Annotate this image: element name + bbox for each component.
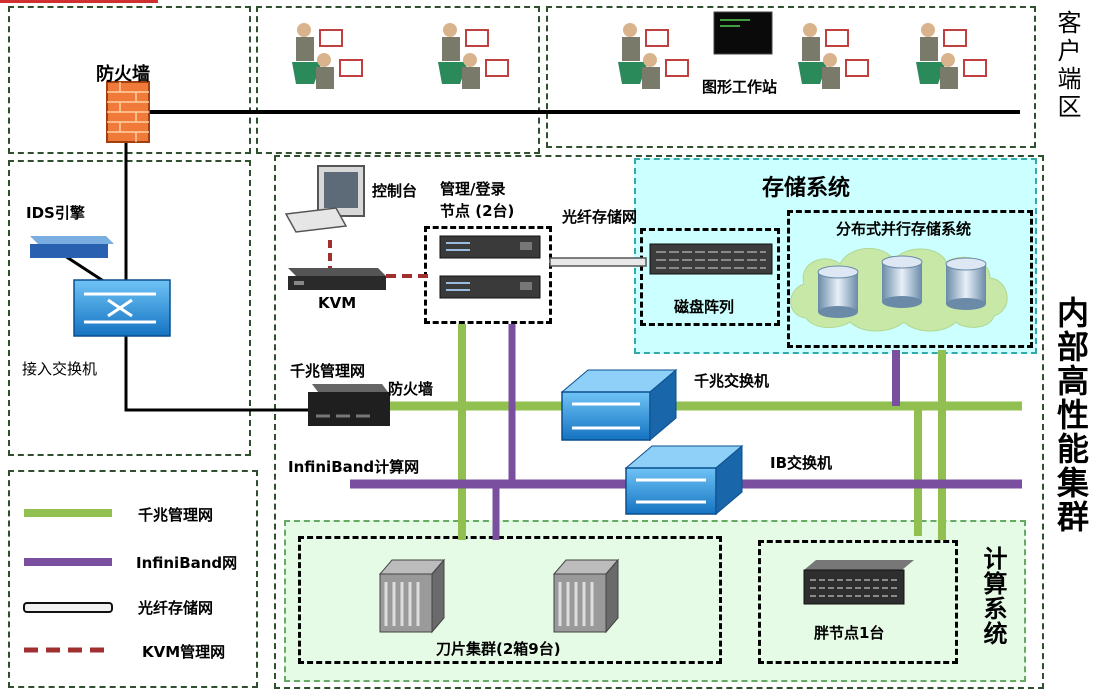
legend-label-fiber: 光纤存储网 — [138, 599, 214, 617]
fat-node-box — [758, 540, 958, 664]
compute-system-title: 计算系统 — [979, 546, 1007, 646]
kvm-device-icon — [288, 268, 386, 290]
legend-label-kvm: KVM管理网 — [142, 643, 226, 661]
cluster-title: 内部高性能集群 — [1052, 296, 1090, 534]
storage-system-title: 存储系统 — [762, 176, 851, 201]
ids-engine-icon — [30, 236, 114, 258]
legend-label-infiniband: InfiniBand网 — [136, 554, 238, 572]
console-monitor-icon — [284, 165, 365, 233]
blade-cluster-box — [298, 536, 722, 664]
cluster-zone — [274, 155, 1044, 689]
mgmt-server-icon — [439, 235, 541, 299]
workstation-label: 图形工作站 — [702, 78, 778, 96]
firewall-top-label: 防火墙 — [96, 64, 150, 85]
fiber-net-label: 光纤存储网 — [562, 208, 638, 226]
access-switch-label: 接入交换机 — [22, 360, 98, 378]
fat-node-icon — [803, 560, 914, 605]
firewall-uplink-line — [124, 130, 308, 412]
console-label: 控制台 — [372, 182, 418, 200]
top-red-mark — [0, 0, 158, 3]
access-switch-icon — [73, 279, 171, 337]
database-icon — [817, 255, 987, 318]
legend-zone — [8, 470, 258, 688]
legend-swatch-fiber — [23, 602, 113, 613]
mgmt-node-label-line1: 管理/登录 — [440, 180, 506, 198]
disk-array-box — [640, 228, 780, 326]
gigabit-switch-label: 千兆交换机 — [694, 372, 770, 390]
blade-chassis-icon — [378, 558, 620, 634]
mgmt-firewall-label: 防火墙 — [388, 380, 434, 398]
gigabit-mgmt-net-label: 千兆管理网 — [290, 362, 366, 380]
ids-link-line — [61, 252, 109, 286]
ids-zone — [8, 160, 251, 456]
client-zone-title: 客户端区 — [1053, 10, 1081, 122]
fat-node-label: 胖节点1台 — [814, 624, 885, 642]
user-workstation-icon — [292, 23, 987, 89]
mgmt-node-label-line2: 节点 (2台) — [440, 202, 515, 220]
distributed-storage-label: 分布式并行存储系统 — [836, 220, 972, 238]
firewall-zone — [8, 6, 251, 154]
disk-array-icon — [649, 243, 773, 275]
client-zone-right — [546, 6, 1036, 148]
infiniband-net-label: InfiniBand计算网 — [288, 458, 420, 476]
ib-switch-label: IB交换机 — [770, 454, 833, 472]
blade-cluster-label: 刀片集群(2箱9台) — [436, 640, 561, 658]
mgmt-firewall-icon — [308, 384, 390, 426]
legend-label-gigabit: 千兆管理网 — [138, 506, 214, 524]
ib-switch-icon — [624, 444, 744, 516]
gigabit-switch-icon — [560, 368, 678, 442]
fiber-storage-link — [549, 257, 647, 267]
disk-array-label: 磁盘阵列 — [674, 298, 735, 316]
ids-engine-label: IDS引擎 — [26, 204, 85, 222]
distributed-storage-box — [787, 210, 1033, 348]
workstation-monitor-icon — [713, 11, 773, 55]
client-zone-left — [256, 6, 540, 154]
kvm-label: KVM — [318, 294, 357, 312]
firewall-icon — [106, 81, 150, 143]
